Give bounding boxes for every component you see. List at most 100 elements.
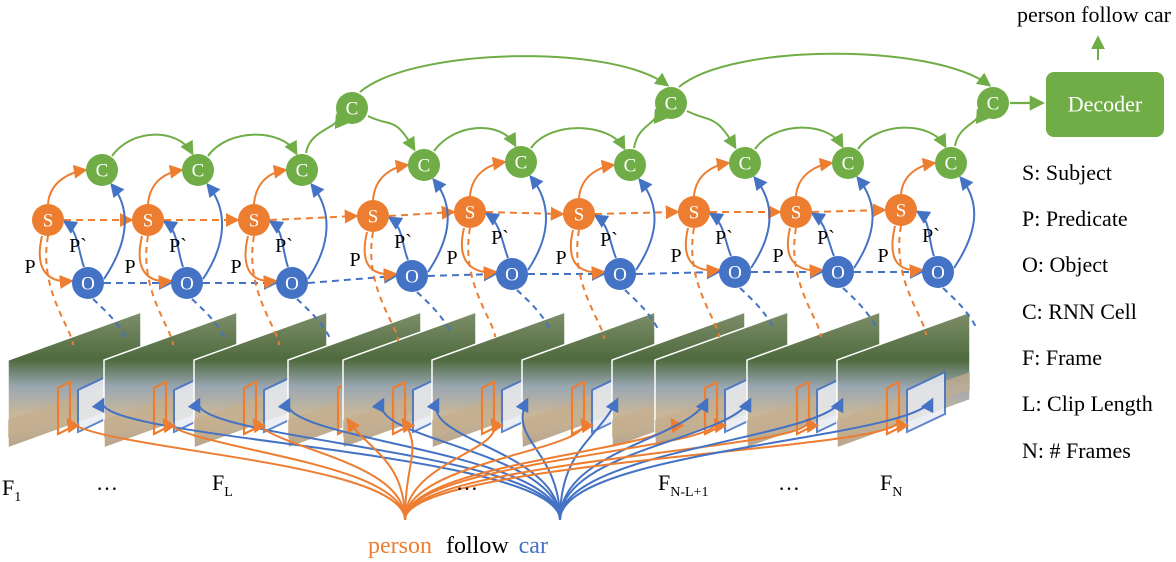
subject-node-circle: [563, 198, 595, 230]
cell-node-circle: [729, 147, 761, 179]
subject-feature-link: [793, 227, 822, 338]
cell-node: C: [182, 154, 214, 186]
legend-object: O: Object: [1022, 252, 1108, 277]
cell-node-label: C: [945, 154, 958, 175]
clip-cell-node-circle: [977, 87, 1009, 119]
legend: S: Subject P: Predicate O: Object C: RNN…: [1022, 160, 1153, 463]
predicate-label: P: [877, 245, 888, 267]
subject-node-circle: [454, 196, 486, 228]
frame-label-f1: F1: [2, 475, 21, 505]
subject-node: S: [678, 196, 710, 228]
person-bounding-box: [242, 380, 258, 436]
cell-recurrent-edge: [367, 115, 416, 152]
predicate-reverse-edge: [708, 212, 732, 257]
predicate-label: P: [124, 256, 135, 278]
subject-to-cell-edge: [693, 157, 731, 197]
object-feature-link: [92, 298, 127, 339]
object-grounding-curve: [371, 397, 561, 521]
clip-cell-node: C: [655, 87, 687, 119]
predicate-label: P: [772, 245, 783, 267]
cell-node-circle: [286, 154, 318, 186]
object-node-label: O: [505, 265, 519, 286]
frame-ellipsis-3: …: [778, 470, 800, 495]
cell-node: C: [286, 154, 318, 186]
object-node-circle: [276, 267, 308, 299]
object-node-circle: [922, 256, 954, 288]
object-grounding-curve: [187, 397, 561, 521]
cell-node-circle: [935, 147, 967, 179]
clip-aggregation-edge: [954, 108, 989, 147]
subject-feature-link: [691, 227, 720, 338]
object-to-cell-edge: [953, 175, 976, 269]
object-feature-link: [416, 291, 451, 332]
cell-recurrent-edge: [111, 133, 194, 157]
subject-node-label: S: [791, 203, 802, 224]
object-node: O: [72, 267, 104, 299]
caption-object: car: [519, 533, 548, 559]
object-node: O: [171, 267, 203, 299]
subject-node: S: [885, 194, 917, 226]
predicate-reverse-edge: [484, 212, 509, 259]
subject-node-circle: [357, 200, 389, 232]
object-to-cell-edge: [527, 174, 547, 271]
object-node-circle: [496, 258, 528, 290]
graph-edges: PP`PP`PP`PP`PP`PP`PP`PP`PP`: [24, 52, 1046, 346]
cell-node-label: C: [192, 161, 205, 182]
predicate-edge: [569, 229, 606, 280]
predicate-reverse-edge: [593, 214, 617, 259]
predicate-reverse-edge: [915, 210, 935, 257]
cell-node-label: C: [624, 156, 637, 177]
predicate-label: P: [230, 256, 241, 278]
subject-feature-link: [45, 235, 74, 346]
cell-node: C: [408, 149, 440, 181]
clip-cell-node-label: C: [346, 99, 359, 120]
predicate-label: P: [446, 247, 457, 269]
subject-temporal-link: [269, 209, 359, 224]
subject-grounding-curve: [401, 417, 416, 521]
object-node-circle: [604, 258, 636, 290]
cell-node-circle: [832, 147, 864, 179]
legend-frame: F: Frame: [1022, 345, 1102, 370]
object-node: O: [719, 256, 751, 288]
object-temporal-link: [427, 267, 498, 282]
subject-node-circle: [238, 204, 270, 236]
cell-node: C: [729, 147, 761, 179]
object-grounding-curve: [91, 397, 561, 521]
clip-cell-node-circle: [655, 87, 687, 119]
object-feature-link: [624, 289, 659, 330]
subject-feature-link: [145, 235, 174, 346]
predicate-reverse-label: P`: [922, 225, 940, 247]
object-node-label: O: [285, 274, 299, 295]
cell-recurrent-edge: [433, 126, 517, 152]
subject-feature-link: [898, 225, 927, 336]
person-bounding-box: [795, 380, 811, 436]
predicate-edge: [363, 231, 398, 282]
object-feature-link: [191, 298, 226, 339]
decoder-block: Decoder: [1046, 72, 1164, 137]
object-to-cell-edge: [103, 182, 126, 280]
clip-cell-node-circle: [336, 92, 368, 124]
predicate-reverse-edge: [268, 220, 289, 268]
subject-temporal-link: [388, 205, 456, 220]
subject-to-cell-edge: [900, 157, 937, 195]
subject-to-cell-edge: [253, 164, 288, 205]
object-feature-link: [842, 287, 877, 328]
object-node-label: O: [931, 263, 945, 284]
predicate-label: P: [24, 256, 35, 278]
cell-node: C: [86, 154, 118, 186]
object-grounding-curve: [559, 397, 934, 521]
subject-temporal-link: [485, 206, 565, 221]
predicate-reverse-label: P`: [169, 235, 187, 257]
predicate-reverse-label: P`: [491, 227, 509, 249]
cell-node-label: C: [296, 161, 309, 182]
cell-recurrent-edge: [530, 127, 626, 151]
object-node-label: O: [831, 263, 845, 284]
object-feature-link: [942, 287, 977, 328]
predicate-reverse-edge: [387, 216, 409, 261]
subject-node-circle: [885, 194, 917, 226]
object-node: O: [276, 267, 308, 299]
predicate-reverse-label: P`: [275, 235, 293, 257]
object-grounding-curve: [559, 397, 844, 521]
